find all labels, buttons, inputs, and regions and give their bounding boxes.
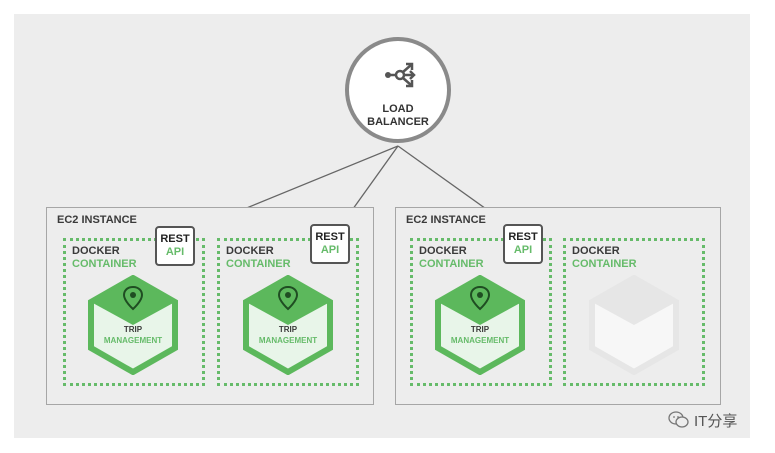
watermark-text: IT分享 bbox=[694, 413, 738, 430]
docker-label: DOCKER bbox=[419, 245, 467, 257]
trip-management-service-3: TRIP MANAGEMENT bbox=[435, 274, 525, 376]
service-name: TRIP bbox=[278, 325, 298, 334]
docker-label: DOCKER bbox=[72, 245, 120, 257]
trip-management-service-1: TRIP MANAGEMENT bbox=[88, 274, 178, 376]
balancer-label: BALANCER bbox=[367, 116, 429, 128]
ec2-instance-title: EC2 INSTANCE bbox=[406, 214, 486, 226]
docker-container-2: DOCKER CONTAINER bbox=[217, 238, 359, 386]
service-subtitle: MANAGEMENT bbox=[450, 336, 510, 345]
rest-api-box-3: REST API bbox=[503, 224, 543, 264]
container-label: CONTAINER bbox=[226, 258, 291, 270]
load-balancer-label: LOAD BALANCER bbox=[349, 103, 447, 129]
api-label: API bbox=[165, 246, 185, 258]
docker-label: DOCKER bbox=[226, 245, 274, 257]
rest-label: REST bbox=[160, 233, 190, 245]
map-pin-icon bbox=[469, 285, 491, 311]
docker-label: DOCKER bbox=[572, 245, 620, 257]
wechat-icon bbox=[668, 411, 689, 428]
container-label: CONTAINER bbox=[419, 258, 484, 270]
docker-container-3: DOCKER CONTAINER bbox=[410, 238, 552, 386]
docker-container-1: DOCKER CONTAINER bbox=[63, 238, 205, 386]
rest-label: REST bbox=[508, 231, 538, 243]
empty-container-hexagon bbox=[589, 274, 679, 376]
container-label: CONTAINER bbox=[72, 258, 137, 270]
rest-api-box-2: REST API bbox=[310, 224, 350, 264]
load-label: LOAD bbox=[382, 103, 414, 115]
load-balancer-node: LOAD BALANCER bbox=[345, 37, 451, 143]
api-label: API bbox=[320, 244, 340, 256]
ec2-instance-title: EC2 INSTANCE bbox=[57, 214, 137, 226]
trip-management-service-2: TRIP MANAGEMENT bbox=[243, 274, 333, 376]
load-balancer-icon bbox=[385, 62, 416, 88]
docker-container-4: DOCKER CONTAINER bbox=[563, 238, 705, 386]
service-subtitle: MANAGEMENT bbox=[103, 336, 163, 345]
map-pin-icon bbox=[122, 285, 144, 311]
service-name: TRIP bbox=[470, 325, 490, 334]
container-label: CONTAINER bbox=[572, 258, 637, 270]
rest-label: REST bbox=[315, 231, 345, 243]
map-pin-icon bbox=[277, 285, 299, 311]
service-subtitle: MANAGEMENT bbox=[258, 336, 318, 345]
service-name: TRIP bbox=[123, 325, 143, 334]
api-label: API bbox=[513, 244, 533, 256]
rest-api-box-1: REST API bbox=[155, 226, 195, 266]
